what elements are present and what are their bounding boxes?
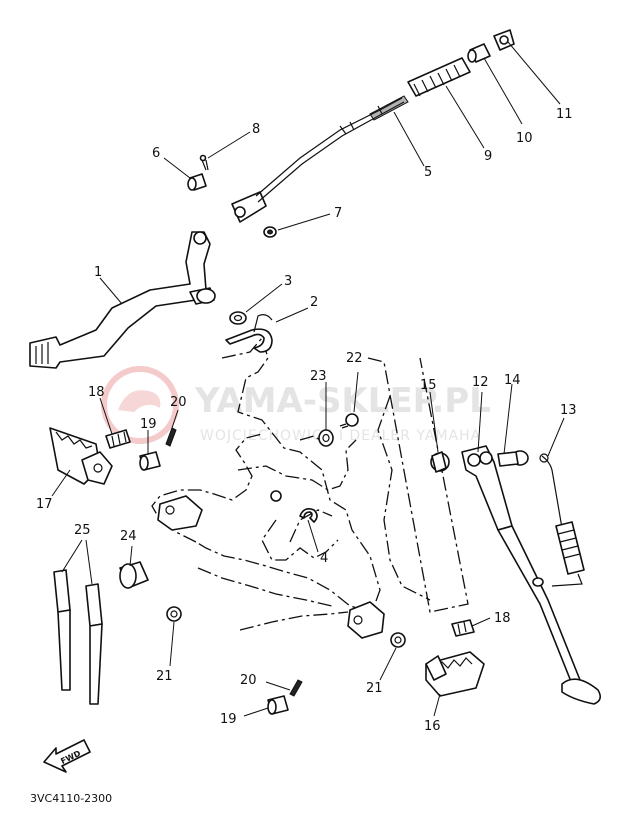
- part-20b-cotter: [289, 679, 303, 697]
- part-25-cable-ties: [53, 569, 103, 705]
- callout-24: 24: [120, 529, 137, 544]
- part-11-joint: [493, 29, 515, 51]
- callout-16: 16: [424, 719, 441, 734]
- callout-20b: 20: [240, 673, 257, 688]
- callout-2: 2: [310, 295, 318, 310]
- right-footrest-bracket: [347, 601, 385, 639]
- part-17-footrest: [49, 427, 113, 485]
- watermark-logo-ring: [101, 366, 179, 444]
- part-19b-pin: [267, 695, 289, 715]
- callout-6: 6: [152, 146, 160, 161]
- part-22-bolt: [339, 413, 359, 429]
- part-13-spring: [539, 453, 585, 587]
- callout-18a: 18: [88, 385, 105, 400]
- callout-20a: 20: [170, 395, 187, 410]
- callout-4: 4: [320, 551, 328, 566]
- part-1-brake-pedal: [29, 231, 216, 369]
- callout-17: 17: [36, 497, 53, 512]
- callout-21b: 21: [366, 681, 383, 696]
- part-2-return-spring: [225, 314, 273, 353]
- callout-9: 9: [484, 149, 492, 164]
- watermark-subtitle: WOJCIECHOWICZ I DEALER YAMAHA: [200, 428, 481, 444]
- part-7-washer: [263, 226, 277, 238]
- part-8-cotter-pin: [199, 154, 209, 171]
- watermark: YAMA-SKLEP.PL WOJCIECHOWICZ I DEALER YAM…: [101, 366, 491, 444]
- part-6-pin: [187, 173, 207, 191]
- part-20a-cotter: [165, 427, 177, 447]
- callout-7: 7: [334, 206, 342, 221]
- watermark-title: YAMA-SKLEP.PL: [194, 381, 491, 421]
- callout-12: 12: [472, 375, 489, 390]
- part-24-damper: [119, 561, 149, 589]
- part-21b-collar: [390, 632, 406, 648]
- callout-15: 15: [420, 378, 437, 393]
- callout-11: 11: [556, 107, 573, 122]
- part-18a-spring: [105, 429, 131, 449]
- leader-lines: [51, 41, 565, 717]
- part-code: 3VC4110-2300: [30, 792, 112, 805]
- sidestand-leg: [497, 525, 602, 705]
- callout-19a: 19: [140, 417, 157, 432]
- part-19a-pin: [139, 451, 161, 471]
- callout-1: 1: [94, 265, 102, 280]
- part-3-washer: [229, 311, 247, 325]
- callout-25: 25: [74, 523, 91, 538]
- part-5-brake-rod: [231, 95, 409, 223]
- callout-14: 14: [504, 373, 521, 388]
- part-15-collar: [430, 451, 450, 473]
- frame-outline: [151, 336, 469, 631]
- part-21a-collar: [166, 606, 182, 622]
- callout-numbers: 1 2 3 4 5 6 7 8 9 10 11 12 13 14 15 16 1…: [36, 107, 577, 734]
- part-18b-spring: [451, 619, 475, 637]
- callout-19b: 19: [220, 712, 237, 727]
- part-16-footrest: [425, 651, 485, 697]
- watermark-logo-helmet: [118, 390, 161, 412]
- callout-3: 3: [284, 274, 292, 289]
- part-4-circlip: [270, 490, 318, 523]
- callout-13: 13: [560, 403, 577, 418]
- callout-21a: 21: [156, 669, 173, 684]
- callout-10: 10: [516, 131, 533, 146]
- part-9-spring: [407, 57, 471, 97]
- part-10-adjuster: [467, 43, 491, 63]
- part-14-bolt: [497, 450, 529, 467]
- bracket-left: [157, 495, 203, 531]
- fwd-arrow-icon: FWD: [43, 739, 91, 773]
- part-23-nut: [318, 429, 334, 447]
- callout-22: 22: [346, 351, 363, 366]
- callout-8: 8: [252, 122, 260, 137]
- callout-18b: 18: [494, 611, 511, 626]
- callout-23: 23: [310, 369, 327, 384]
- callout-5: 5: [424, 165, 432, 180]
